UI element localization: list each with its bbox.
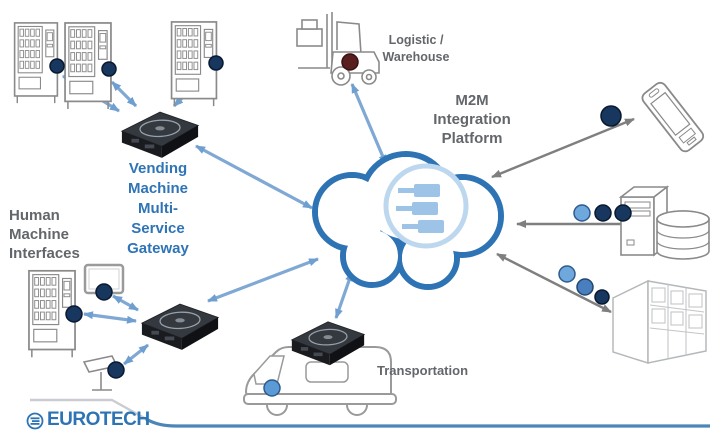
vending-gateway-label: Vending Machine Multi- Service Gateway	[127, 160, 189, 257]
forklift-connection-dot	[341, 53, 359, 71]
eurotech-logo-icon	[26, 412, 44, 430]
cloud-icon	[312, 151, 504, 290]
building-icon	[612, 279, 707, 365]
connection-dots	[49, 55, 632, 397]
transportation-label: Transportation	[377, 363, 469, 378]
gateway-device-icon	[121, 111, 199, 159]
connector-plugs-icon	[396, 184, 444, 233]
gray-arrows	[491, 117, 639, 314]
m2m-platform-label: M2M Integration Platform	[433, 92, 511, 147]
smartphone-icon	[641, 81, 705, 153]
brand-wordmark: EUROTECH	[47, 409, 150, 430]
human-machine-interfaces-label: Human Machine Interfaces	[9, 207, 80, 262]
gateway-device-icon	[141, 303, 219, 351]
logistic-warehouse-label: Logistic / Warehouse	[382, 33, 450, 64]
server-database-icon	[618, 185, 710, 260]
footer-swoosh	[30, 398, 710, 428]
van-icon	[243, 346, 397, 416]
